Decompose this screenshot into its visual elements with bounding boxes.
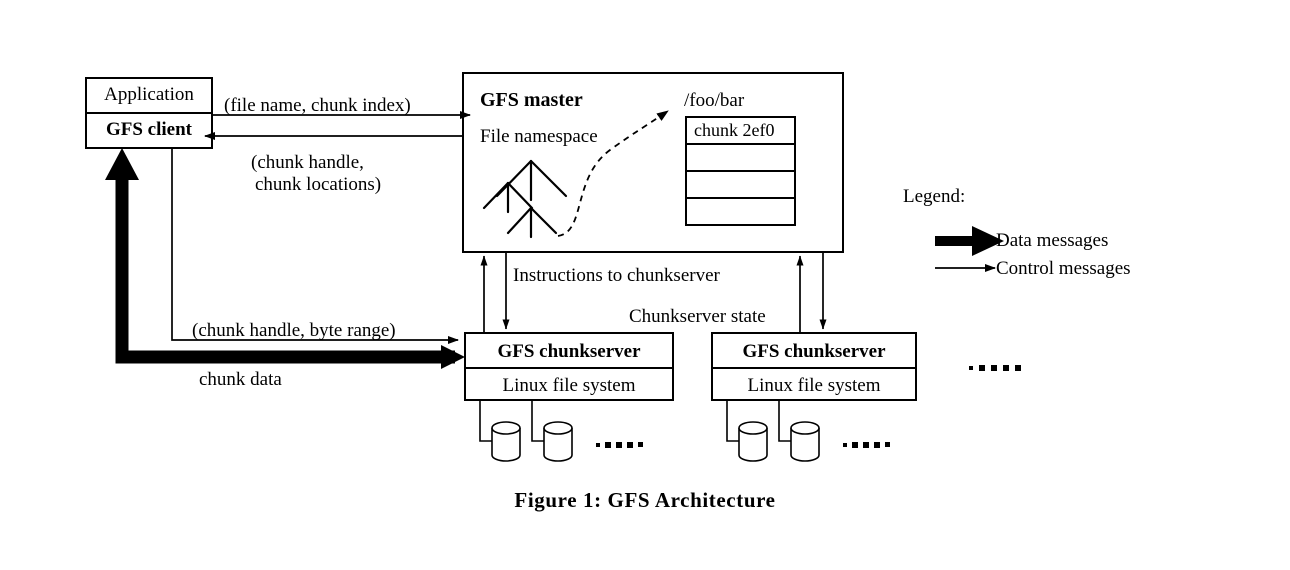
figure-caption: Figure 1: GFS Architecture: [514, 488, 776, 512]
chunk-table-shape: [685, 116, 796, 226]
legend-title: Legend:: [903, 186, 966, 207]
disk-icon: [491, 421, 521, 462]
message-chunk-data: chunk data: [199, 369, 282, 390]
legend-thick-arrow-icon: [935, 226, 1004, 256]
application-label: Application: [104, 84, 194, 105]
legend-item-control-messages-label: Control messages: [996, 258, 1131, 279]
data-message-path: [105, 148, 465, 369]
message-chunk-handle-byte-range: (chunk handle, byte range): [192, 320, 396, 341]
chunkserver-1-shape: [464, 332, 674, 401]
message-chunk-handle-line1: (chunk handle,: [251, 152, 364, 173]
file-namespace-label: File namespace: [480, 126, 598, 147]
arrow-chunk-handle-byte-range: [171, 148, 459, 344]
chunkserver-2-subtitle: Linux file system: [747, 375, 881, 396]
chunkserver-2-title: GFS chunkserver: [742, 341, 886, 362]
chunkserver-2-shape: [711, 332, 917, 401]
disk-icon: [738, 421, 768, 462]
chunkserver-1-title: GFS chunkserver: [497, 341, 641, 362]
client-stack-shape: [85, 77, 213, 149]
file-path-label: /foo/bar: [684, 90, 745, 111]
chunkserver-1-disks: [479, 400, 573, 462]
file-namespace-tree-icon: [482, 159, 568, 239]
message-instructions-to-chunkserver: Instructions to chunkserver: [513, 265, 720, 286]
disk-icon: [790, 421, 820, 462]
chunkserver-2-more-disks-dots-icon: [843, 442, 890, 448]
more-chunkservers-dots-icon: [969, 365, 1021, 371]
chunkserver-1-subtitle: Linux file system: [502, 375, 636, 396]
message-chunk-handle-line2: chunk locations): [255, 174, 382, 195]
gfs-master-title: GFS master: [480, 89, 583, 111]
chunkserver-2-disks: [726, 400, 820, 462]
message-chunkserver-state: Chunkserver state: [629, 306, 766, 327]
gfs-client-label: GFS client: [105, 119, 193, 140]
legend-item-data-messages-label: Data messages: [996, 230, 1109, 251]
chunk-table-row-0: chunk 2ef0: [694, 120, 775, 140]
disk-icon: [543, 421, 573, 462]
message-file-name-chunk-index: (file name, chunk index): [224, 95, 411, 116]
chunkserver-1-more-disks-dots-icon: [596, 442, 643, 448]
